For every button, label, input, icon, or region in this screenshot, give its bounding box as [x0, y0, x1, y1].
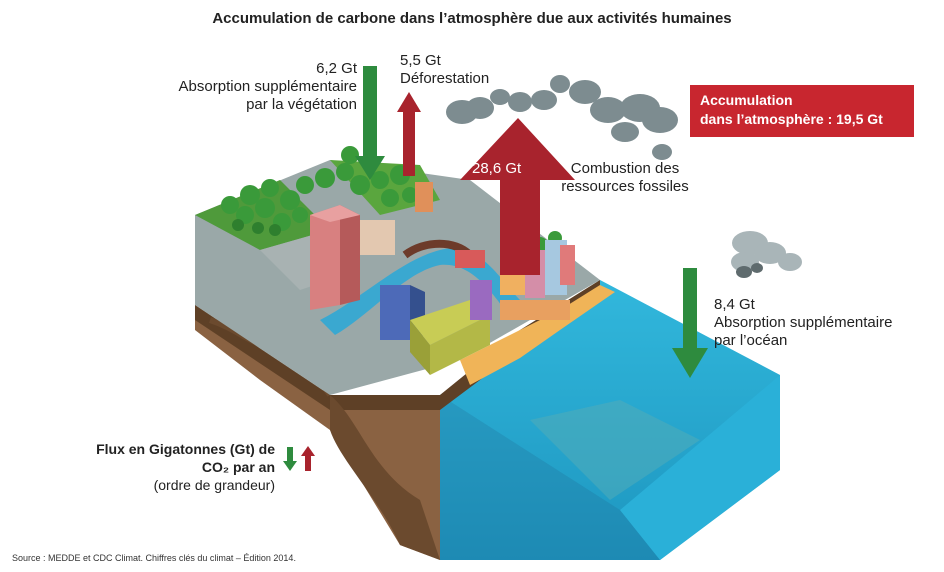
fossil-value: 28,6 Gt	[472, 160, 522, 177]
page-title: Accumulation de carbone dans l’atmosphèr…	[212, 10, 732, 27]
fossil-line1: Combustion des	[570, 160, 680, 177]
deforestation-arrow	[397, 92, 421, 176]
vegetation-value: 6,2 Gt	[316, 60, 357, 77]
vegetation-line2: par la végétation	[246, 96, 357, 113]
accumulation-line1: Accumulation	[700, 92, 793, 108]
legend-arrows	[283, 446, 315, 471]
legend-line2: CO₂ par an	[201, 459, 275, 475]
vegetation-line1: Absorption supplémentaire	[178, 78, 357, 95]
deforestation-text: Déforestation	[400, 70, 490, 87]
beach	[460, 285, 615, 385]
ocean-absorption-arrow	[672, 268, 708, 378]
ocean-line2: par l’océan	[714, 332, 788, 349]
legend-line3: (ordre de grandeur)	[153, 477, 275, 493]
legend-line1: Flux en Gigatonnes (Gt) de	[96, 441, 275, 457]
accumulation-box: Accumulation dans l’atmosphère : 19,5 Gt	[690, 85, 914, 137]
ocean-line1: Absorption supplémentaire	[714, 314, 893, 331]
fossil-line2: ressources fossiles	[561, 178, 689, 195]
accumulation-line2: dans l’atmosphère : 19,5 Gt	[700, 111, 883, 127]
source-note: Source : MEDDE et CDC Climat. Chiffres c…	[12, 553, 296, 563]
forest	[221, 146, 562, 253]
city-buildings	[310, 182, 575, 375]
legend: Flux en Gigatonnes (Gt) de CO₂ par an (o…	[60, 440, 275, 494]
deforestation-value: 5,5 Gt	[400, 52, 441, 69]
ocean-value: 8,4 Gt	[714, 296, 755, 313]
ocean-flow-label: 8,4 Gt Absorption supplémentaire par l’o…	[714, 296, 892, 350]
fossil-combustion-arrow	[460, 118, 575, 275]
fossil-flow-label: Combustion des ressources fossiles	[545, 160, 705, 196]
vegetation-absorption-arrow	[355, 66, 385, 180]
deforestation-flow-label: 5,5 Gt Déforestation	[400, 52, 489, 88]
smoke-clouds	[446, 75, 802, 278]
vegetation-flow-label: 6,2 Gt Absorption supplémentaire par la …	[160, 60, 357, 114]
